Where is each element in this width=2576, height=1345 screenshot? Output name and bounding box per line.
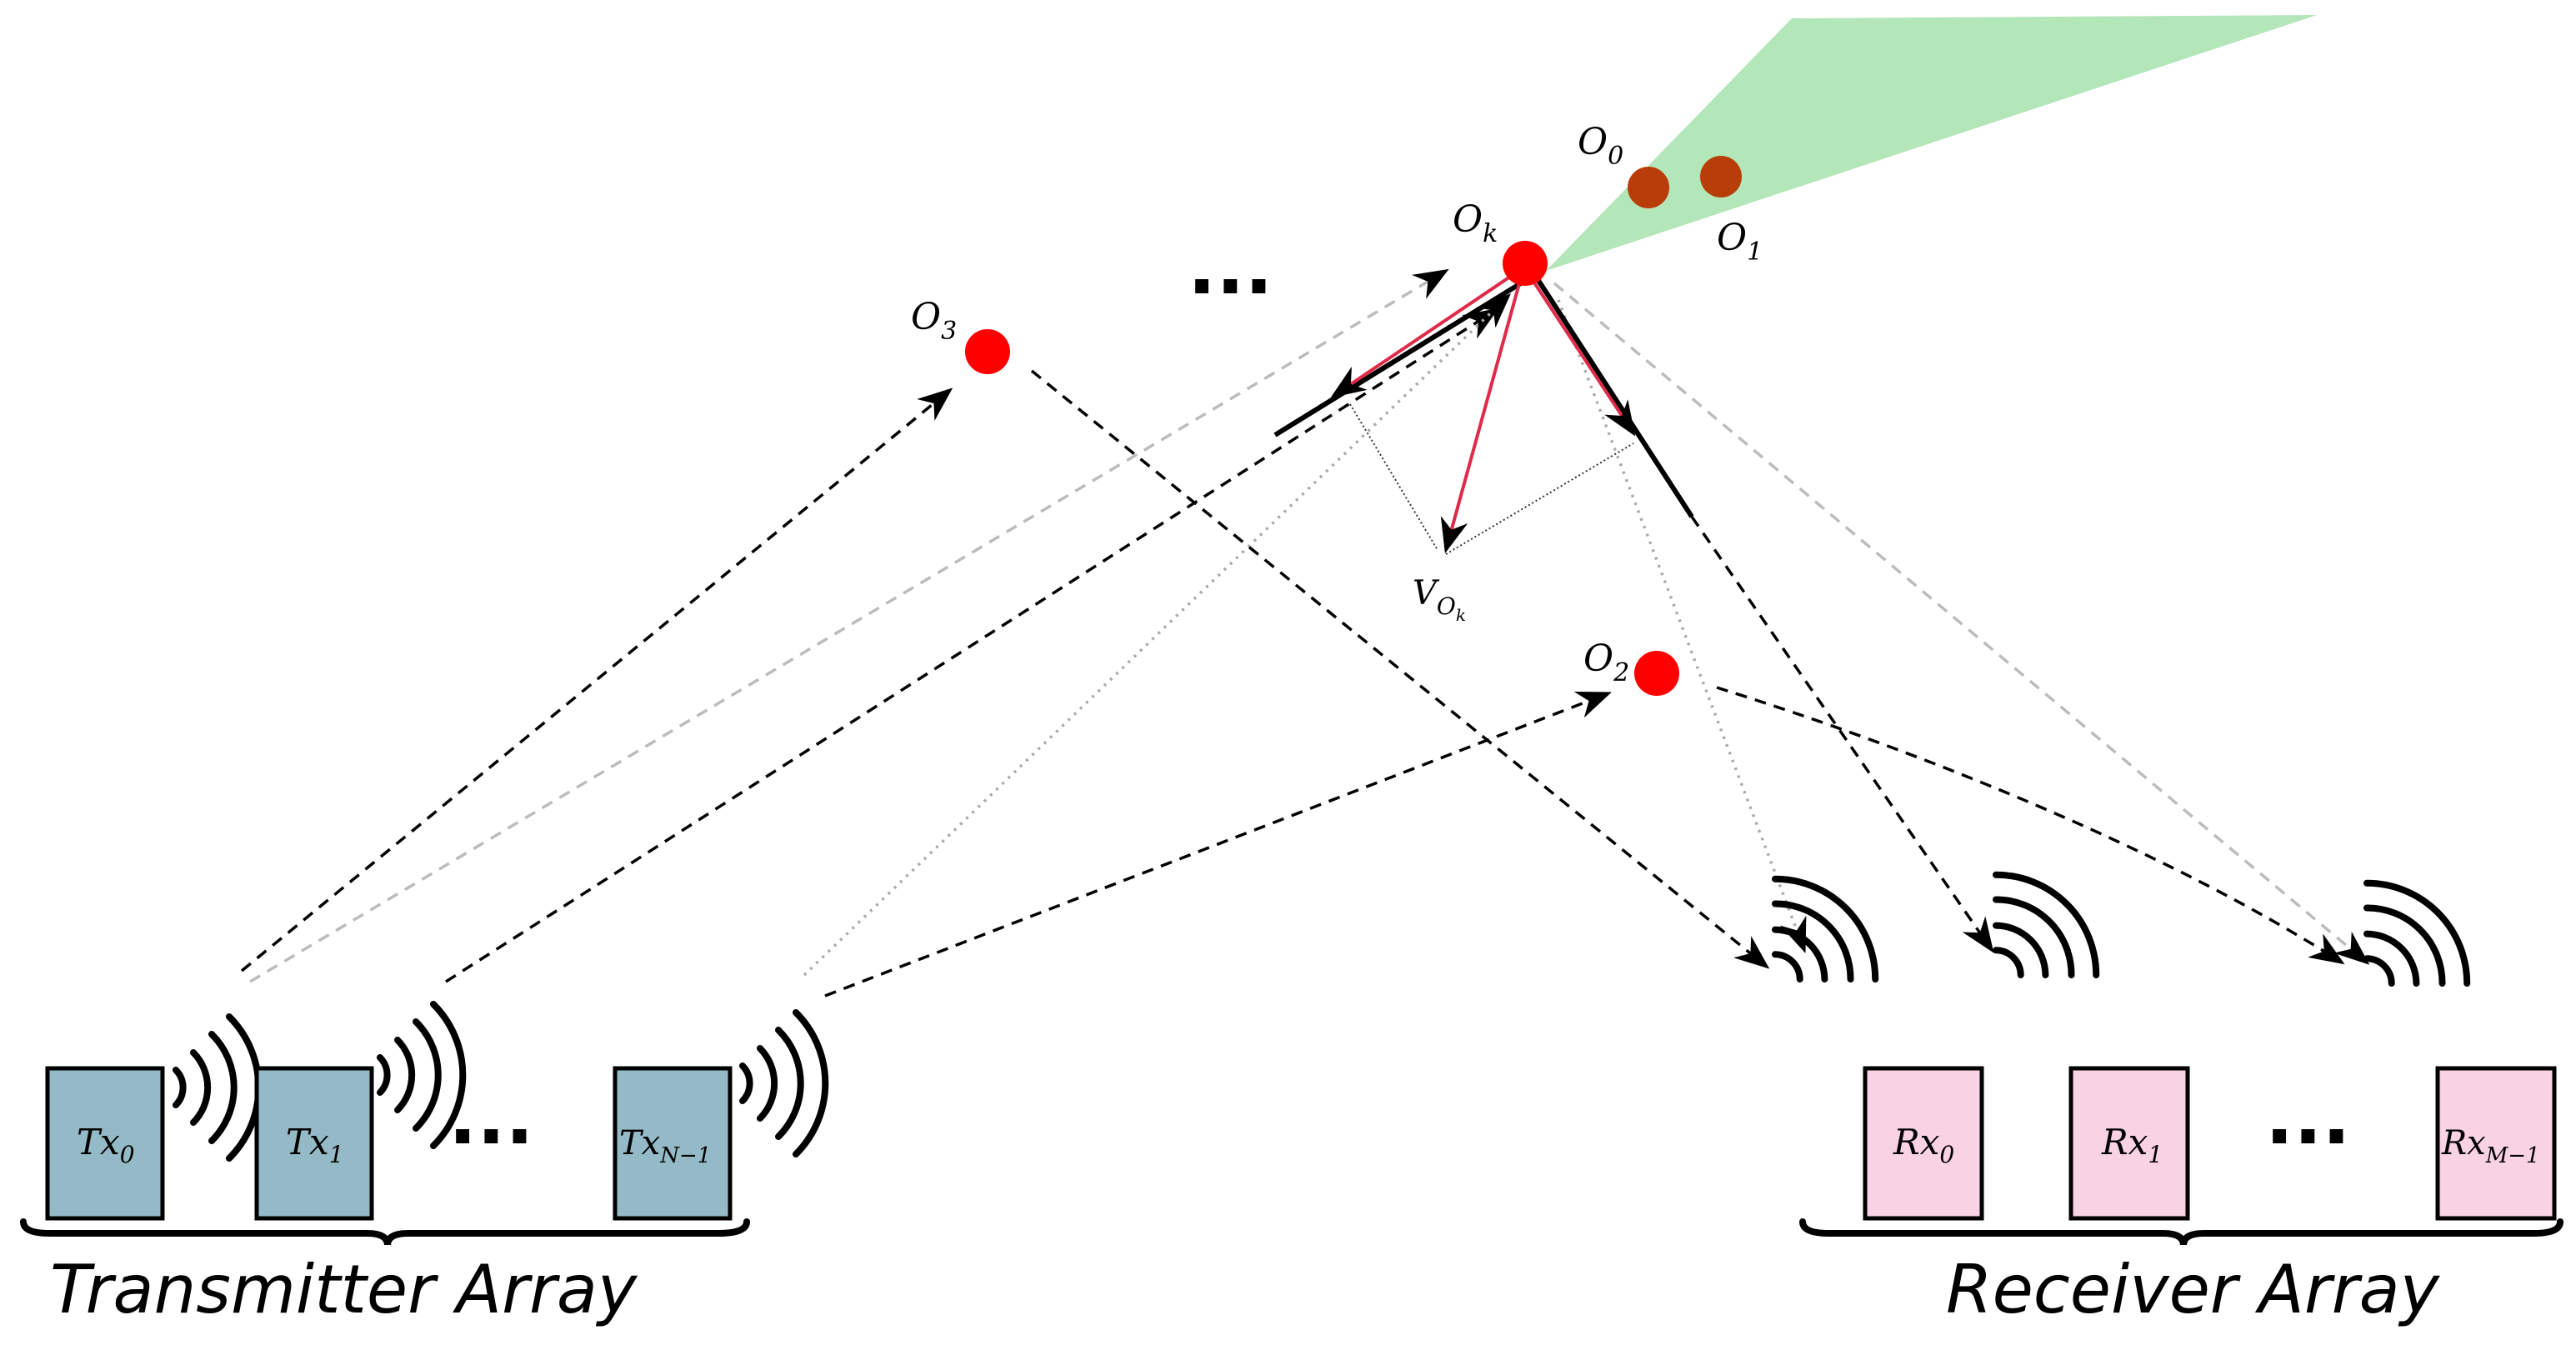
object-ok (1503, 241, 1548, 286)
tx0-element (45, 1066, 165, 1221)
rx-antenna-waves (1772, 871, 2471, 987)
objects-ellipsis: ··· (1188, 243, 1273, 331)
tx-array-brace (20, 1218, 750, 1246)
projection-line-left (1349, 403, 1438, 551)
rx-array-label: Receiver Array (1946, 1251, 2441, 1328)
object-labels: O0 O1 Ok O3 O2 VOk (911, 121, 1763, 688)
label-o3: O3 (911, 296, 957, 346)
rx0-element (1863, 1066, 1984, 1221)
tx0-label: Tx0 (77, 1122, 135, 1168)
path-txn-to-ok-dotted (803, 293, 1512, 977)
label-o2: O2 (1583, 638, 1629, 688)
tx0-wave-icon (173, 1013, 263, 1162)
velocity-decomposition (1273, 268, 1694, 555)
path-tx1-to-ok (445, 308, 1499, 983)
txn-element (613, 1066, 733, 1221)
object-o1 (1700, 156, 1742, 198)
rx0-wave-icon (1772, 875, 1879, 982)
tx-ellipsis: ··· (448, 1093, 534, 1181)
objects (965, 156, 1742, 696)
rxm-element (2435, 1066, 2557, 1221)
rx1-label: Rx1 (2101, 1122, 2163, 1168)
object-o3 (965, 329, 1010, 374)
rx1-wave-icon (1993, 871, 2100, 978)
path-tx0-to-o3 (240, 388, 953, 972)
tx-array-label: Transmitter Array (50, 1251, 638, 1328)
label-o0: O0 (1578, 121, 1623, 171)
velocity-component-right (1528, 273, 1636, 437)
path-txn-to-o2 (824, 691, 1612, 998)
label-velocity: VOk (1413, 574, 1466, 625)
path-o3-to-rx0 (1030, 369, 1770, 969)
signal-paths (240, 268, 2370, 998)
tx1-label: Tx1 (286, 1122, 344, 1168)
incoming-direction-segment (1273, 279, 1525, 438)
velocity-vector (1440, 268, 1525, 554)
label-o1: O1 (1717, 217, 1763, 267)
field-of-view-wedge (1546, 15, 2317, 271)
transmitter-array: Tx0 Tx1 TxN−1 ··· Transmitter Array (20, 1001, 829, 1328)
txn-wave-icon (739, 1009, 829, 1158)
object-o0 (1628, 167, 1669, 208)
rx0-label: Rx0 (1893, 1122, 1954, 1168)
rx-ellipsis: ··· (2265, 1093, 2351, 1181)
rxm-label: RxM−1 (2441, 1124, 2540, 1168)
outgoing-direction-segment (1535, 278, 1694, 518)
tx1-element (254, 1066, 374, 1221)
path-ok-to-rx0-dotted (1557, 299, 1807, 953)
rx1-element (2068, 1066, 2190, 1221)
rx-array-brace (1799, 1218, 2563, 1246)
receiver-array: Rx0 Rx1 RxM−1 ··· Receiver Array (1772, 871, 2563, 1328)
path-o2-to-rxm (1716, 686, 2345, 965)
label-ok: Ok (1453, 198, 1498, 248)
tx1-wave-icon (377, 1001, 467, 1149)
path-ok-to-rx1 (1690, 516, 1994, 953)
path-tx0-to-ok-gray (249, 268, 1449, 983)
projection-line-right (1445, 442, 1634, 555)
txn-label: TxN−1 (619, 1124, 711, 1168)
path-ok-to-rxm-gray (1553, 282, 2370, 965)
rxm-wave-icon (2363, 879, 2471, 987)
object-o2 (1634, 651, 1679, 696)
velocity-component-left (1330, 272, 1517, 398)
